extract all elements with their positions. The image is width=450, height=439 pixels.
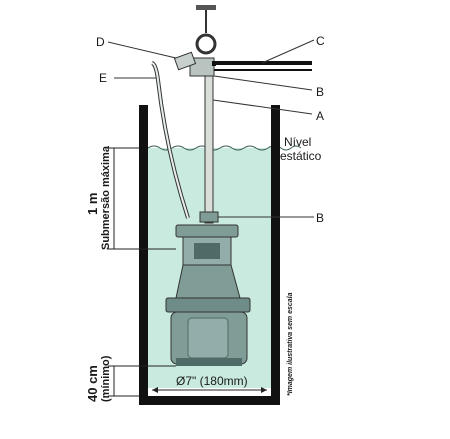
submersion-text: Submersão máxima [100, 145, 112, 250]
hook-ring [195, 33, 217, 55]
label-e: E [99, 71, 107, 85]
label-a: A [316, 109, 324, 123]
dim-diameter-arrow-left [152, 387, 158, 393]
well-left-wall [139, 105, 148, 405]
leader-a [212, 99, 313, 115]
discharge-pipe [204, 57, 214, 224]
dim-diameter-arrow-right [261, 387, 267, 393]
minimum-value: 40 cm [85, 365, 100, 402]
lower-clamp [199, 211, 219, 223]
outlet-hose [212, 61, 312, 66]
leader-c [261, 39, 315, 64]
submersion-value: 1 m [85, 193, 100, 215]
disclaimer-text: *Imagem ilustrativa sem escala [287, 292, 294, 396]
valve-fitting [173, 51, 197, 71]
well-right-wall [271, 105, 280, 405]
label-b-bottom: B [316, 211, 324, 225]
label-b-top: B [316, 85, 324, 99]
static-level-line1: Nível [284, 135, 311, 149]
label-c: C [316, 34, 325, 48]
leader-b-top [213, 75, 313, 91]
minimum-text: (mínimo) [100, 355, 112, 402]
submersible-pump [165, 224, 251, 366]
leader-d [107, 41, 177, 59]
well-floor [139, 396, 280, 405]
diameter-label: Ø7" (180mm) [176, 374, 248, 388]
ceiling-plate [196, 5, 216, 10]
static-level-line2: estático [280, 149, 322, 163]
electric-cable-core [151, 62, 189, 219]
top-clamp [189, 57, 215, 77]
label-d: D [96, 35, 105, 49]
